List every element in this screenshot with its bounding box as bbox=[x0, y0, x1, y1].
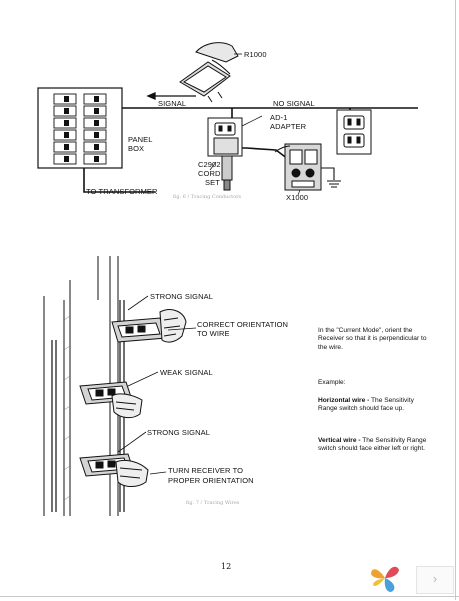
x1000-receiver bbox=[274, 143, 322, 191]
label-correct-orientation: CORRECT ORIENTATION bbox=[197, 320, 289, 329]
label-x1000: X1000 bbox=[286, 193, 309, 202]
page-edge-bottom bbox=[0, 596, 459, 597]
label-r1000: R1000 bbox=[244, 50, 267, 59]
signal-arrow bbox=[146, 92, 196, 100]
instruction-horizontal: Horizontal wire - The Sensitivity Range … bbox=[318, 397, 430, 414]
page-edge-right bbox=[455, 0, 456, 600]
figure-7-caption: fig. 7 / Tracing Wires bbox=[186, 500, 240, 506]
chevron-right-icon: › bbox=[432, 571, 438, 586]
label-c2902: C2902 bbox=[198, 160, 221, 169]
receiver-weak-signal bbox=[79, 381, 143, 419]
page-number: 12 bbox=[221, 562, 232, 571]
figure-6-tracing-conductors bbox=[37, 42, 418, 196]
label-panel: PANEL bbox=[128, 135, 153, 144]
viewer-logo bbox=[365, 560, 407, 596]
figure-6-caption: fig. 6 / Tracing Conductors bbox=[173, 194, 242, 200]
horizontal-wire-heading: Horizontal wire - bbox=[318, 397, 370, 404]
label-ad1: AD-1 bbox=[270, 113, 288, 122]
r1000-transmitter bbox=[179, 42, 239, 103]
horizontal-wire-text: The Sensitivity Range switch should face… bbox=[318, 397, 414, 413]
label-adapter: ADAPTER bbox=[270, 122, 307, 131]
label-weak-signal: WEAK SIGNAL bbox=[160, 368, 213, 377]
panel-box bbox=[37, 87, 123, 169]
instruction-intro: In the "Current Mode", orient the Receiv… bbox=[318, 327, 427, 351]
label-proper-orientation: PROPER ORIENTATION bbox=[168, 476, 254, 485]
label-to-transformer: TO TRANSFORMER bbox=[86, 187, 158, 196]
vertical-wire-heading: Vertical wire - bbox=[318, 437, 361, 444]
receiver-turn-to-orientation bbox=[79, 453, 149, 487]
instruction-example: Example: bbox=[318, 379, 346, 386]
ground-symbol bbox=[321, 167, 341, 188]
vertical-wire-text: The Sensitivity Range switch should face… bbox=[318, 437, 427, 453]
label-to-wire: TO WIRE bbox=[197, 329, 230, 338]
outlet-no-signal bbox=[336, 109, 372, 155]
label-strong-signal-2: STRONG SIGNAL bbox=[147, 428, 210, 437]
label-strong-signal-1: STRONG SIGNAL bbox=[150, 292, 213, 301]
pinwheel-logo-icon bbox=[371, 566, 399, 592]
outlet-with-adapter bbox=[207, 117, 243, 191]
label-set: SET bbox=[205, 178, 220, 187]
instruction-vertical: Vertical wire - The Sensitivity Range sw… bbox=[318, 437, 430, 454]
next-page-button[interactable]: › bbox=[416, 566, 454, 594]
label-turn-receiver: TURN RECEIVER TO bbox=[168, 466, 244, 475]
breaker-switches bbox=[64, 96, 99, 162]
label-signal: SIGNAL bbox=[158, 99, 187, 108]
receiver-correct-orientation bbox=[111, 309, 187, 343]
label-box: BOX bbox=[128, 144, 145, 153]
label-cord: CORD bbox=[198, 169, 221, 178]
label-no-signal: NO SIGNAL bbox=[273, 99, 315, 108]
